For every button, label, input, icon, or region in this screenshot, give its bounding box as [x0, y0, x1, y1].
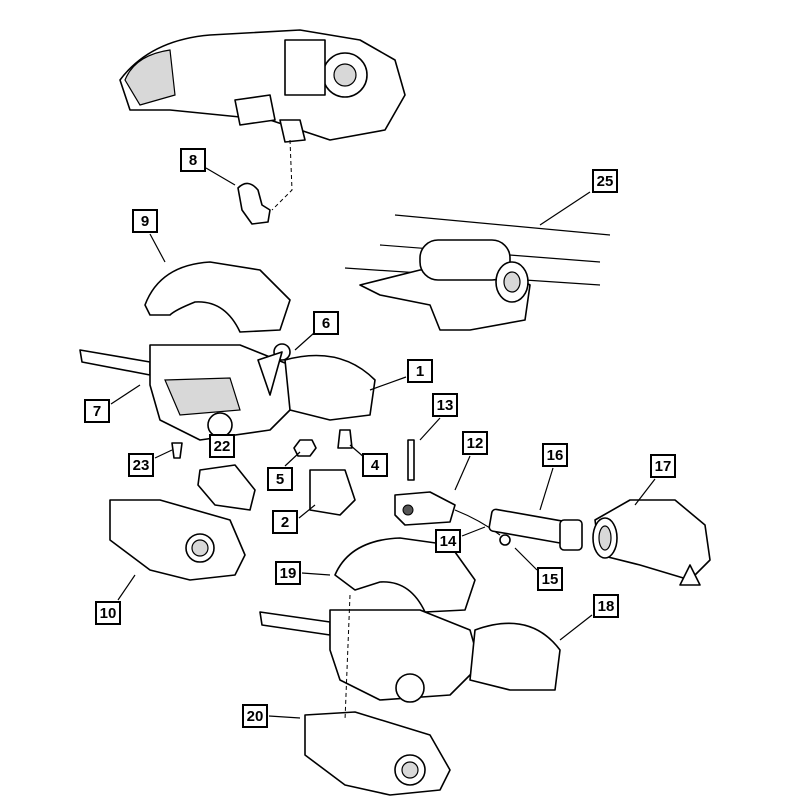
callout-2: 2: [272, 510, 298, 534]
part-8-knob: [237, 182, 271, 225]
callout-22: 22: [209, 434, 235, 458]
callout-17: 17: [650, 454, 676, 478]
part-23-screw: [171, 442, 183, 459]
part-16-lock-cylinder: [488, 508, 583, 551]
callout-5: 5: [267, 467, 293, 491]
part-17-bezel: [592, 499, 711, 586]
callout-20: 20: [242, 704, 268, 728]
callout-25: 25: [592, 169, 618, 193]
leader-lines: [110, 167, 656, 719]
callout-12: 12: [462, 431, 488, 455]
part-9-upper-shroud: [144, 261, 291, 333]
callout-23: 23: [128, 453, 154, 477]
part-19-upper-shroud: [334, 537, 476, 613]
part-2-switch-a: [197, 464, 256, 511]
callout-1: 1: [407, 359, 433, 383]
callout-8: 8: [180, 148, 206, 172]
callout-14: 14: [435, 529, 461, 553]
callout-9: 9: [132, 209, 158, 233]
multifunction-switch-assembly: [79, 343, 376, 441]
part-18-switch-assembly: [259, 609, 561, 703]
callout-16: 16: [542, 443, 568, 467]
callout-4: 4: [362, 453, 388, 477]
part-10-lower-shroud: [109, 499, 246, 581]
callout-15: 15: [537, 567, 563, 591]
callout-19: 19: [275, 561, 301, 585]
steering-column-assembly: [119, 29, 406, 143]
callout-10: 10: [95, 601, 121, 625]
part-25-bracket: [344, 214, 611, 331]
part-4-screw: [337, 429, 353, 449]
callout-6: 6: [313, 311, 339, 335]
callout-7: 7: [84, 399, 110, 423]
part-5-nut: [293, 439, 317, 457]
part-14-clip: [499, 534, 511, 546]
callout-18: 18: [593, 594, 619, 618]
part-12-ignition-switch: [394, 491, 456, 526]
part-2-switch-b: [309, 469, 356, 516]
callout-13: 13: [432, 393, 458, 417]
part-20-lower-shroud: [304, 711, 451, 796]
part-13-pin: [407, 439, 415, 481]
